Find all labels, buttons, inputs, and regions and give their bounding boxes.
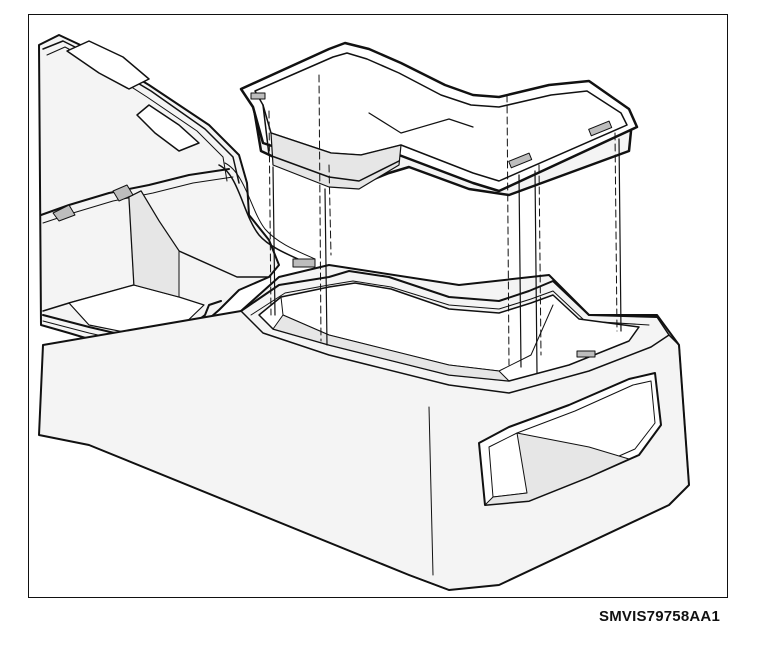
rear-panel-recess [484, 432, 630, 506]
console-top-rim-inner [250, 280, 650, 326]
console-vertical-edge [428, 406, 434, 576]
exploded-view-drawing [38, 34, 690, 591]
guide-solid-5 [618, 138, 622, 332]
diagram-frame [28, 14, 728, 598]
clip-left-1 [52, 204, 76, 222]
console-base-line [408, 574, 450, 591]
cupholder-opening [66, 40, 150, 90]
guide-solid-1 [272, 166, 276, 316]
console-top-surface [240, 310, 670, 394]
console-top-rim-outer [240, 270, 658, 318]
console-side-crease [88, 444, 410, 576]
guide-line-6 [328, 164, 332, 256]
guide-line-2 [318, 74, 322, 342]
console-corner-edge [668, 334, 690, 486]
bin-tab-2 [588, 120, 613, 137]
bin-tab-1 [508, 152, 533, 169]
guide-solid-4 [534, 170, 538, 374]
dash-wave-2 [224, 162, 316, 260]
storage-well-shade [272, 314, 510, 382]
guide-line-1 [268, 110, 272, 316]
figure-code: SMVIS79758AA1 [599, 608, 720, 625]
guide-solid-2 [324, 188, 328, 346]
guide-line-5 [614, 132, 618, 332]
bin-tab-3 [250, 92, 266, 100]
guide-line-3 [506, 94, 510, 366]
storage-bin-insert [239, 41, 639, 197]
rim-slot-2 [576, 350, 596, 358]
console-body [38, 258, 690, 591]
bin-divider [368, 112, 474, 134]
alignment-guides-solid [272, 138, 622, 374]
dash-slot [136, 104, 200, 152]
guide-line-4 [538, 164, 542, 356]
clip-left-2 [112, 184, 134, 202]
alignment-guides [268, 74, 618, 366]
dash-wave [218, 164, 308, 264]
dash-top-rim [42, 40, 240, 184]
bin-front-wall [328, 160, 400, 182]
rim-slot-1 [292, 258, 316, 268]
dash-inner-rim [46, 46, 228, 182]
bin-left-well [270, 132, 402, 190]
guide-solid-3 [518, 174, 522, 368]
